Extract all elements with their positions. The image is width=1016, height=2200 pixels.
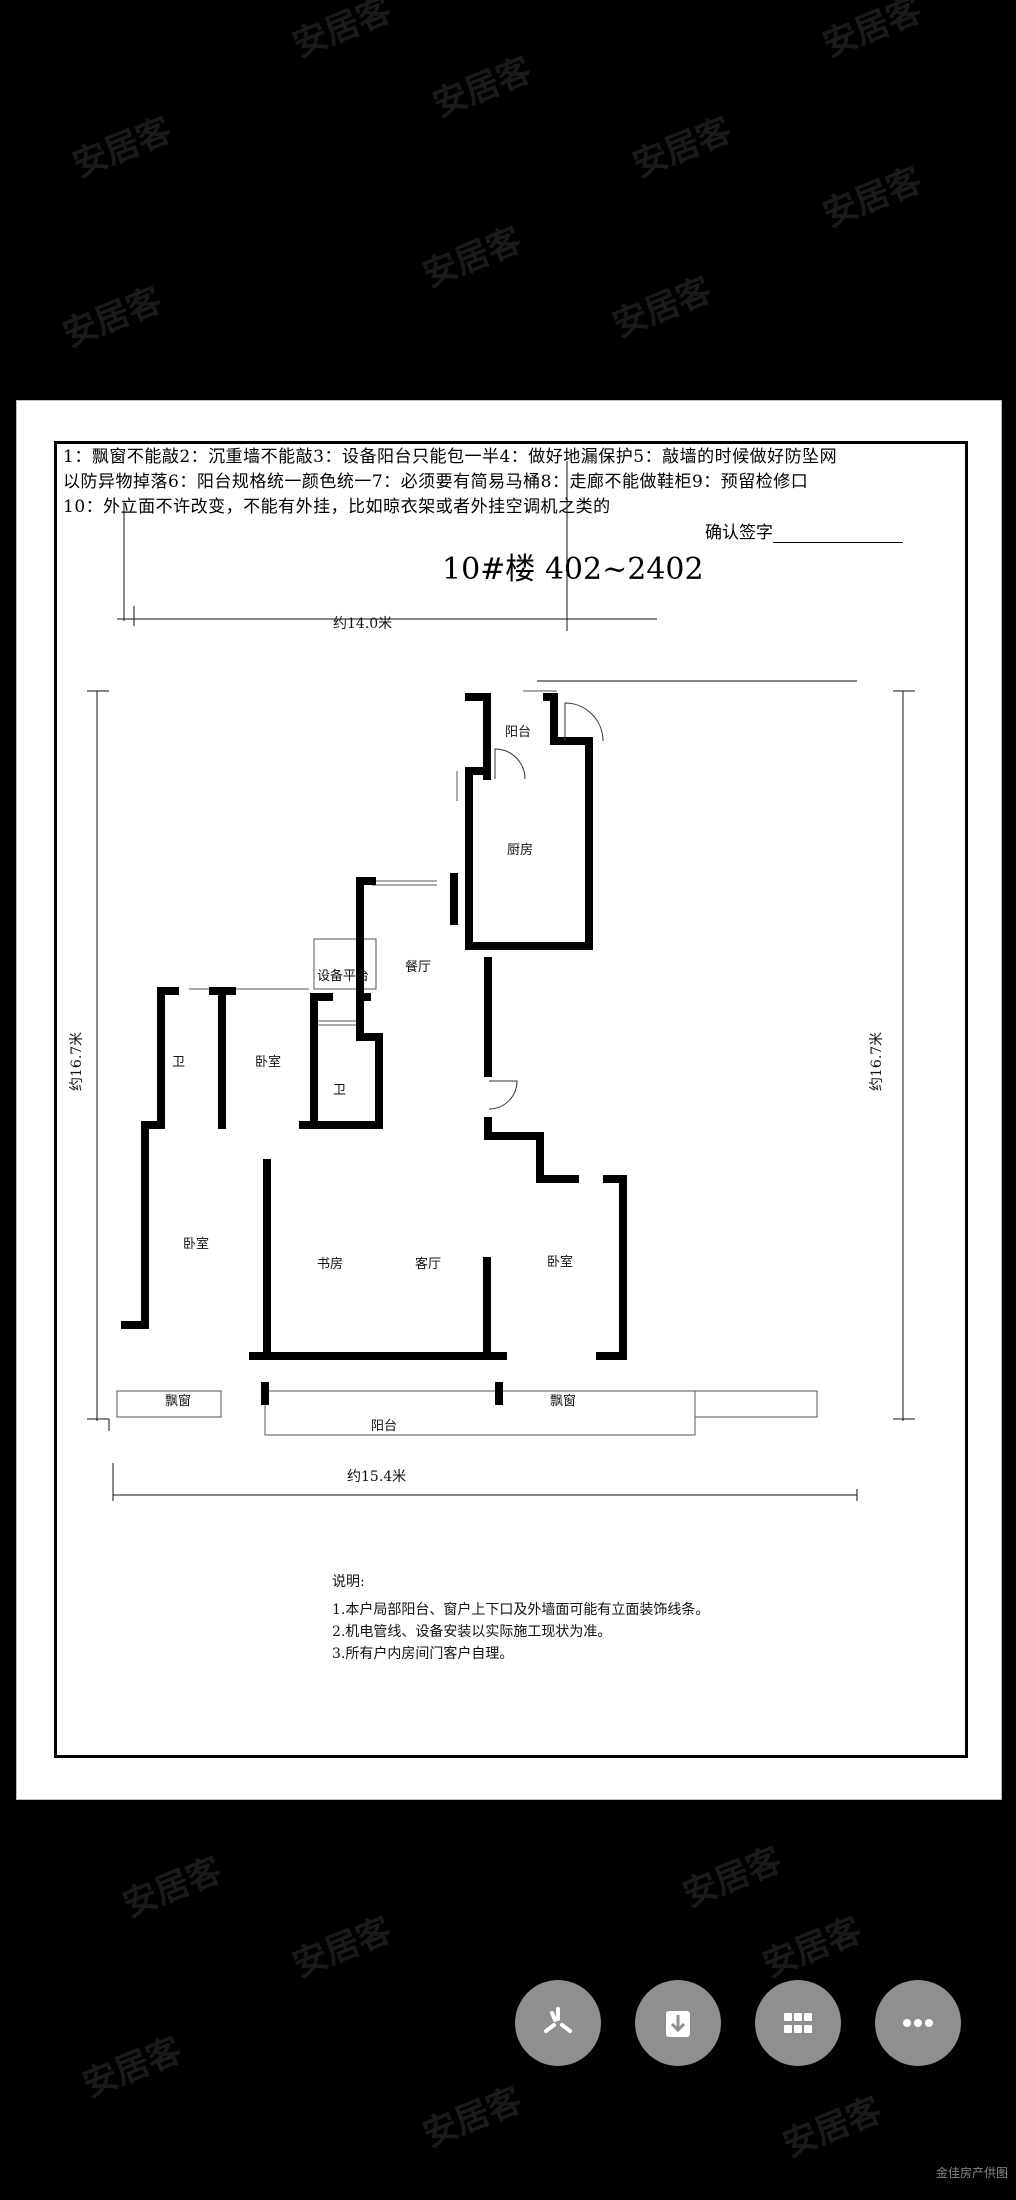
- watermark: 安居客: [757, 1910, 868, 1986]
- grid-button[interactable]: [755, 1980, 841, 2066]
- room-label: 设备平台: [317, 968, 369, 984]
- room-label: 卫: [172, 1055, 185, 1070]
- notes-line: 10：外立面不许改变，不能有外挂，比如晾衣架或者外挂空调机之类的: [63, 497, 611, 517]
- floor-plan-drawing: 阳台 厨房 餐厅 设备平台 卫 卧室 卫 卧室 书房 客厅 卧室 飘窗 飘窗 阳…: [69, 461, 915, 1501]
- watermark: 安居客: [627, 110, 738, 186]
- more-icon: [903, 2019, 933, 2027]
- watermark: 安居客: [677, 1840, 788, 1916]
- confirm-label: 确认签字: [705, 523, 773, 543]
- room-label: 卧室: [255, 1054, 281, 1070]
- room-label: 飘窗: [550, 1393, 576, 1409]
- room-label: 阳台: [505, 725, 531, 740]
- legend-title: 说明:: [332, 1574, 365, 1590]
- renovation-notes: 1：飘窗不能敲2：沉重墙不能敲3：设备阳台只能包一半4：做好地漏保护5：敲墙的时…: [63, 445, 963, 520]
- room-label: 卧室: [183, 1236, 209, 1252]
- legend-item: 1.本户局部阳台、窗户上下口及外墙面可能有立面装饰线条。: [332, 1602, 710, 1618]
- image-toolbar: [0, 1980, 1016, 2066]
- room-label: 客厅: [415, 1256, 441, 1272]
- download-button[interactable]: [635, 1980, 721, 2066]
- plan-legend: 说明: 1.本户局部阳台、窗户上下口及外墙面可能有立面装饰线条。 2.机电管线、…: [332, 1571, 709, 1665]
- room-label: 书房: [317, 1256, 343, 1272]
- more-button[interactable]: [875, 1980, 961, 2066]
- dimension-bottom: 约15.4米: [347, 1469, 406, 1485]
- confirm-signature: 确认签字: [705, 518, 903, 543]
- plan-border: [54, 441, 968, 1758]
- watermark: 安居客: [417, 2080, 528, 2156]
- watermark: 安居客: [57, 280, 168, 356]
- room-label: 餐厅: [405, 959, 431, 975]
- room-label: 厨房: [507, 842, 533, 858]
- watermark: 安居客: [817, 160, 928, 236]
- plan-title: 10#楼 402~2402: [442, 552, 704, 587]
- room-label: 阳台: [371, 1419, 397, 1434]
- room-label: 飘窗: [165, 1393, 191, 1409]
- watermark: 安居客: [67, 110, 178, 186]
- grid-icon: [784, 2013, 812, 2033]
- room-label: 卫: [333, 1083, 346, 1098]
- watermark: 安居客: [417, 220, 528, 296]
- legend-item: 3.所有户内房间门客户自理。: [332, 1646, 514, 1662]
- legend-item: 2.机电管线、设备安装以实际施工现状为准。: [332, 1624, 612, 1640]
- watermark: 安居客: [117, 1850, 228, 1926]
- room-label: 卧室: [547, 1254, 573, 1270]
- kaleidoscope-icon: [544, 2007, 572, 2033]
- watermark: 安居客: [427, 50, 538, 126]
- image-credit: 金佳房产供图: [935, 2166, 1008, 2180]
- notes-line: 以防异物掉落6：阳台规格统一颜色统一7：必须要有简易马桶8：走廊不能做鞋柜9：预…: [63, 472, 809, 492]
- watermark: 安居客: [777, 2090, 888, 2166]
- download-icon: [666, 2011, 690, 2037]
- floor-plan-image: 1：飘窗不能敲2：沉重墙不能敲3：设备阳台只能包一半4：做好地漏保护5：敲墙的时…: [16, 400, 1002, 1800]
- notes-line: 1：飘窗不能敲2：沉重墙不能敲3：设备阳台只能包一半4：做好地漏保护5：敲墙的时…: [63, 447, 838, 467]
- watermark: 安居客: [607, 270, 718, 346]
- kaleidoscope-button[interactable]: [515, 1980, 601, 2066]
- dimension-left: 约16.7米: [69, 1032, 85, 1091]
- watermark: 安居客: [287, 0, 398, 66]
- watermark: 安居客: [817, 0, 928, 66]
- watermark: 安居客: [287, 1910, 398, 1986]
- dimension-top: 约14.0米: [333, 616, 392, 632]
- dimension-right: 约16.7米: [869, 1032, 885, 1091]
